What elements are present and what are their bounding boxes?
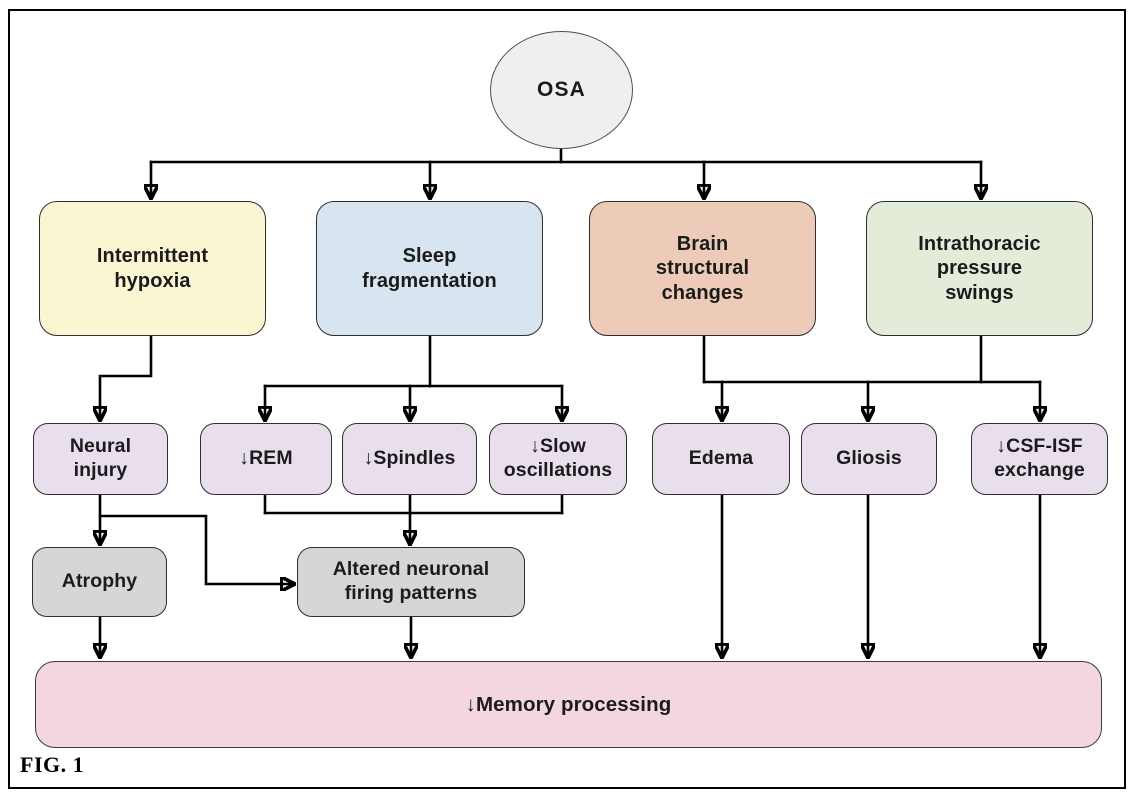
node-intermittent-hypoxia: Intermittent hypoxia bbox=[39, 201, 266, 336]
node-edema: Edema bbox=[652, 423, 790, 495]
node-osa: OSA bbox=[490, 31, 633, 149]
node-gliosis: Gliosis bbox=[801, 423, 937, 495]
node-altered-neuronal-firing-patterns: Altered neuronal firing patterns bbox=[297, 547, 525, 617]
node-decreased-memory-processing: ↓Memory processing bbox=[35, 661, 1102, 748]
node-sleep-fragmentation: Sleep fragmentation bbox=[316, 201, 543, 336]
figure-caption: FIG. 1 bbox=[20, 752, 85, 777]
figure-border bbox=[8, 9, 1126, 789]
node-decreased-spindles: ↓Spindles bbox=[342, 423, 477, 495]
node-atrophy: Atrophy bbox=[32, 547, 167, 617]
node-neural-injury: Neural injury bbox=[33, 423, 168, 495]
node-decreased-rem: ↓REM bbox=[200, 423, 332, 495]
node-brain-structural-changes: Brain structural changes bbox=[589, 201, 816, 336]
node-intrathoracic-pressure-swings: Intrathoracic pressure swings bbox=[866, 201, 1093, 336]
node-decreased-slow-oscillations: ↓Slow oscillations bbox=[489, 423, 627, 495]
node-decreased-csf-isf-exchange: ↓CSF-ISF exchange bbox=[971, 423, 1108, 495]
